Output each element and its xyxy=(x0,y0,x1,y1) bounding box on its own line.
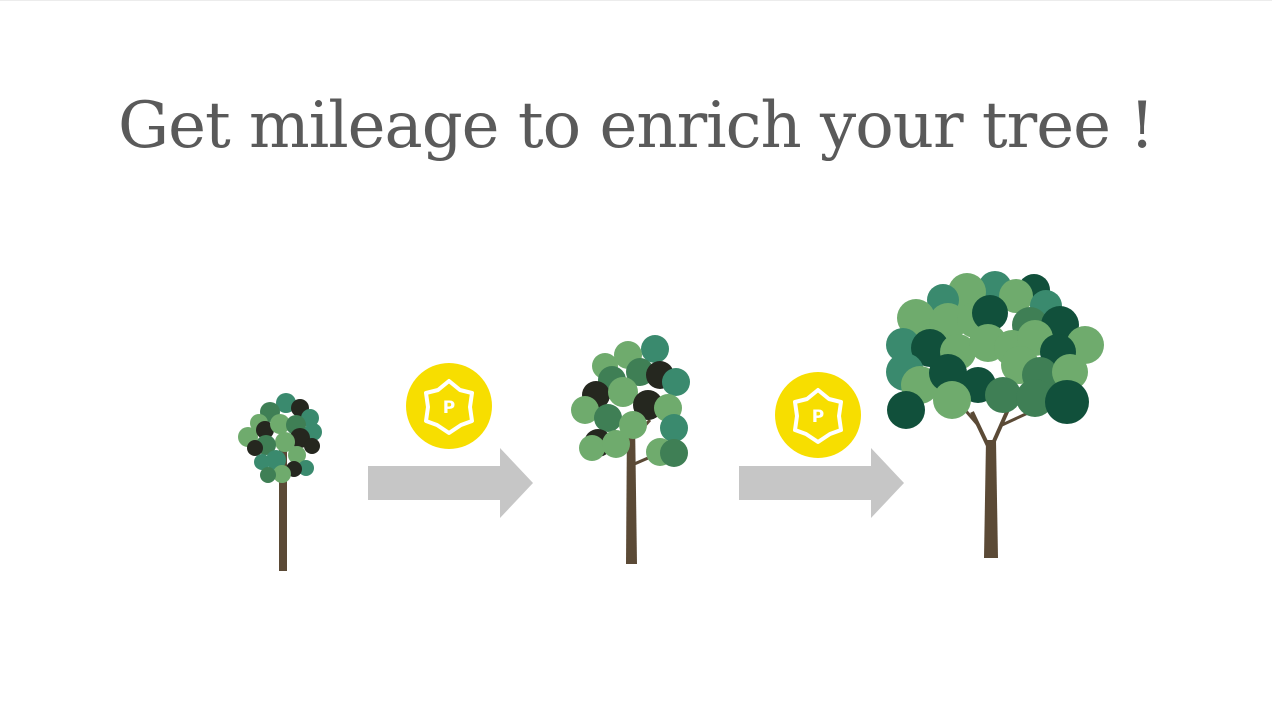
small-tree-icon xyxy=(238,393,322,571)
top-divider xyxy=(0,0,1272,1)
arrow-right-icon xyxy=(368,448,533,518)
arrow-right-icon xyxy=(739,448,904,518)
badge-label: P xyxy=(812,407,824,427)
badge-label: P xyxy=(443,398,455,418)
point-badge-icon: P xyxy=(406,363,492,449)
page-title: Get mileage to enrich your tree ! xyxy=(117,89,1155,163)
medium-tree-icon xyxy=(571,335,690,564)
large-tree-icon xyxy=(886,271,1104,558)
point-badge-icon: P xyxy=(775,372,861,458)
